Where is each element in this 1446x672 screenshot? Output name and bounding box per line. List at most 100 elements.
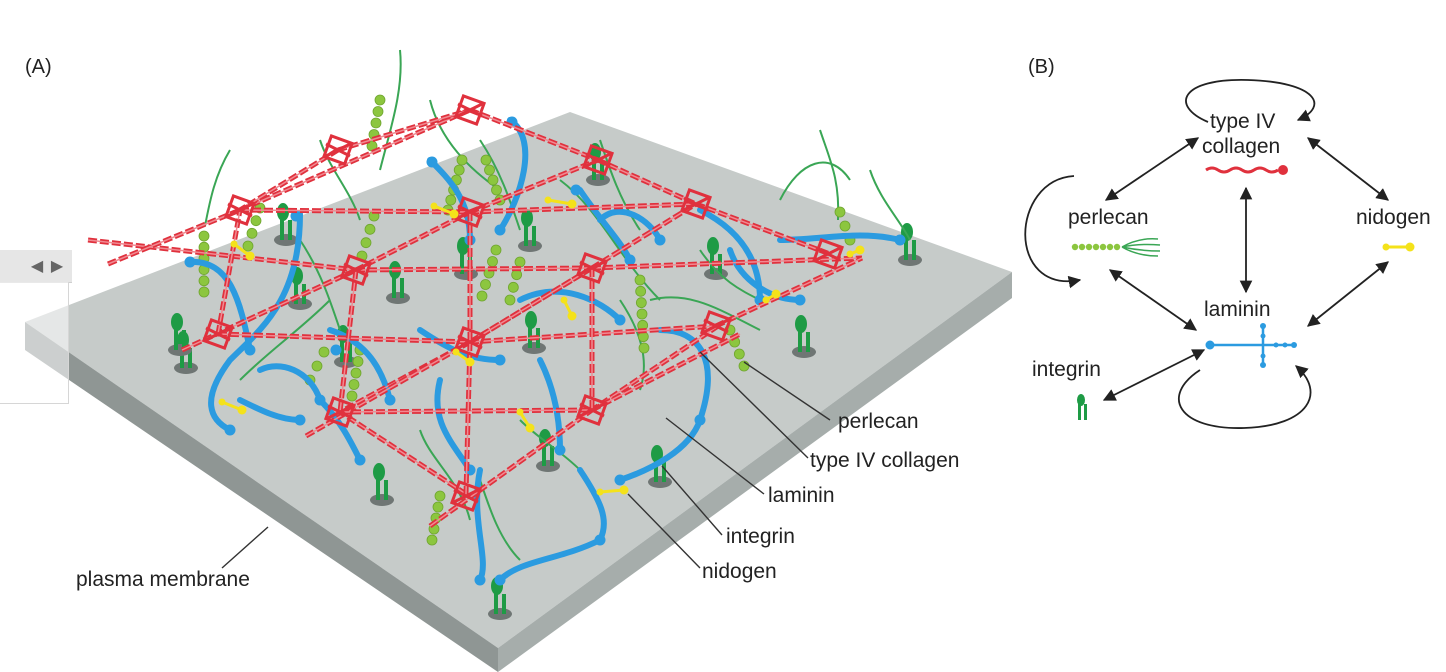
nidogen xyxy=(596,485,629,496)
laminin-globule xyxy=(570,184,582,196)
collagen-highlight xyxy=(217,333,471,343)
prev-arrow-icon[interactable]: ◀ xyxy=(30,256,44,275)
nidogen-globule xyxy=(449,209,459,219)
perlecan-bead xyxy=(350,367,362,379)
collagen-fiber xyxy=(239,107,471,213)
collagen-node-bar xyxy=(453,488,479,504)
carousel-pager: ◀ ▶ xyxy=(0,250,72,283)
collagen-node-bar xyxy=(327,404,353,420)
laminin-globule xyxy=(384,394,396,406)
laminin-globule xyxy=(290,210,302,222)
perlecan-bead xyxy=(242,240,254,252)
arrow-collagen-nidogen xyxy=(1307,137,1389,201)
collagen-fiber xyxy=(590,201,698,271)
laminin-arm xyxy=(327,327,393,403)
perlecan-bead xyxy=(491,184,502,196)
integrin-leg xyxy=(904,236,908,260)
nidogen-globule xyxy=(245,251,255,261)
collagen-highlight xyxy=(715,257,863,327)
perlecan-bead xyxy=(480,279,491,290)
perlecan-bead xyxy=(839,220,851,232)
collagen-node-bar xyxy=(579,260,605,276)
integrin-pore xyxy=(792,346,816,358)
laminin-arm xyxy=(237,397,303,423)
nidogen xyxy=(230,240,255,261)
laminin-globule xyxy=(554,444,566,456)
collagen-fiber xyxy=(428,407,594,529)
integrin-leg xyxy=(280,216,284,240)
perlecan-bead xyxy=(453,164,465,176)
integrin-pore xyxy=(586,174,610,186)
arrow-collagen-self xyxy=(1185,79,1316,123)
laminin-globule xyxy=(294,414,306,426)
collagen-fiber xyxy=(239,207,471,215)
node-laminin-label: laminin xyxy=(1204,298,1271,321)
carousel-frame xyxy=(0,282,69,404)
nidogen-icon xyxy=(1382,242,1415,252)
collagen-fiber xyxy=(215,209,243,335)
integrin-leg xyxy=(400,278,404,298)
laminin-globule xyxy=(494,354,506,366)
collagen-fiber xyxy=(469,107,599,163)
integrin-leg xyxy=(384,480,388,500)
collagen-highlight xyxy=(239,109,471,211)
laminin-globule xyxy=(184,256,196,268)
integrin-leg xyxy=(288,220,292,240)
nidogen-globule xyxy=(218,398,226,406)
perlecan-bead xyxy=(372,106,384,117)
leader-nidogen xyxy=(627,493,701,569)
collagen-fiber xyxy=(468,265,594,345)
integrin-leg xyxy=(294,280,298,304)
interaction-arrows xyxy=(1024,79,1389,429)
label-type-iv-collagen: type IV collagen xyxy=(810,449,959,472)
integrin-pore xyxy=(386,292,410,304)
collagen-icon xyxy=(1205,165,1288,175)
panel-b: (B) type IV collagen perlecan nidogen la… xyxy=(1024,56,1431,429)
nidogen-globule xyxy=(619,485,629,495)
perlecan-bead xyxy=(635,285,647,297)
perlecan-bead xyxy=(834,206,846,218)
integrin xyxy=(536,429,560,472)
nidogen-globule xyxy=(230,240,238,248)
integrin xyxy=(792,315,816,358)
laminin-arm xyxy=(257,363,323,403)
label-laminin: laminin xyxy=(768,484,835,507)
laminin-globule xyxy=(494,224,506,236)
perlecan xyxy=(366,94,386,152)
leader-perlecan xyxy=(743,361,831,421)
perlecan-bead xyxy=(456,154,468,166)
perlecan-bead xyxy=(476,290,488,302)
perlecan-bead xyxy=(480,154,492,166)
collagen-node-bar xyxy=(585,152,611,168)
laminin-globule xyxy=(224,424,236,436)
nidogen-globule xyxy=(567,199,577,209)
collagen-fiber xyxy=(337,269,359,413)
perlecan-bead xyxy=(432,501,444,513)
collagen-highlight xyxy=(239,149,339,211)
perlecan-bead xyxy=(348,379,360,390)
integrin-leg xyxy=(532,226,536,246)
leader-membrane xyxy=(221,526,269,569)
collagen-node-bar xyxy=(325,142,351,158)
nidogen-globule xyxy=(596,488,604,496)
collagen-fiber xyxy=(339,407,593,415)
perlecan-bead xyxy=(198,275,210,287)
collagen-highlight xyxy=(469,267,593,343)
collagen-fiber xyxy=(337,107,471,153)
integrin-leg xyxy=(806,332,810,352)
collagen-fiber xyxy=(338,409,468,497)
laminin-arm xyxy=(474,467,486,583)
collagen-highlight xyxy=(591,203,697,269)
collagen-highlight xyxy=(429,409,593,527)
integrin-pore xyxy=(898,254,922,266)
integrin-pore xyxy=(522,342,546,354)
laminin-globule xyxy=(474,574,486,586)
perlecan xyxy=(480,154,506,206)
next-arrow-icon[interactable]: ▶ xyxy=(50,256,64,275)
nidogen-globule xyxy=(516,408,524,416)
perlecan-bead xyxy=(311,360,323,372)
integrin-pore xyxy=(488,608,512,620)
leader-collagen xyxy=(699,351,809,459)
perlecan-bead xyxy=(634,274,646,286)
collagen-highlight xyxy=(217,209,241,335)
